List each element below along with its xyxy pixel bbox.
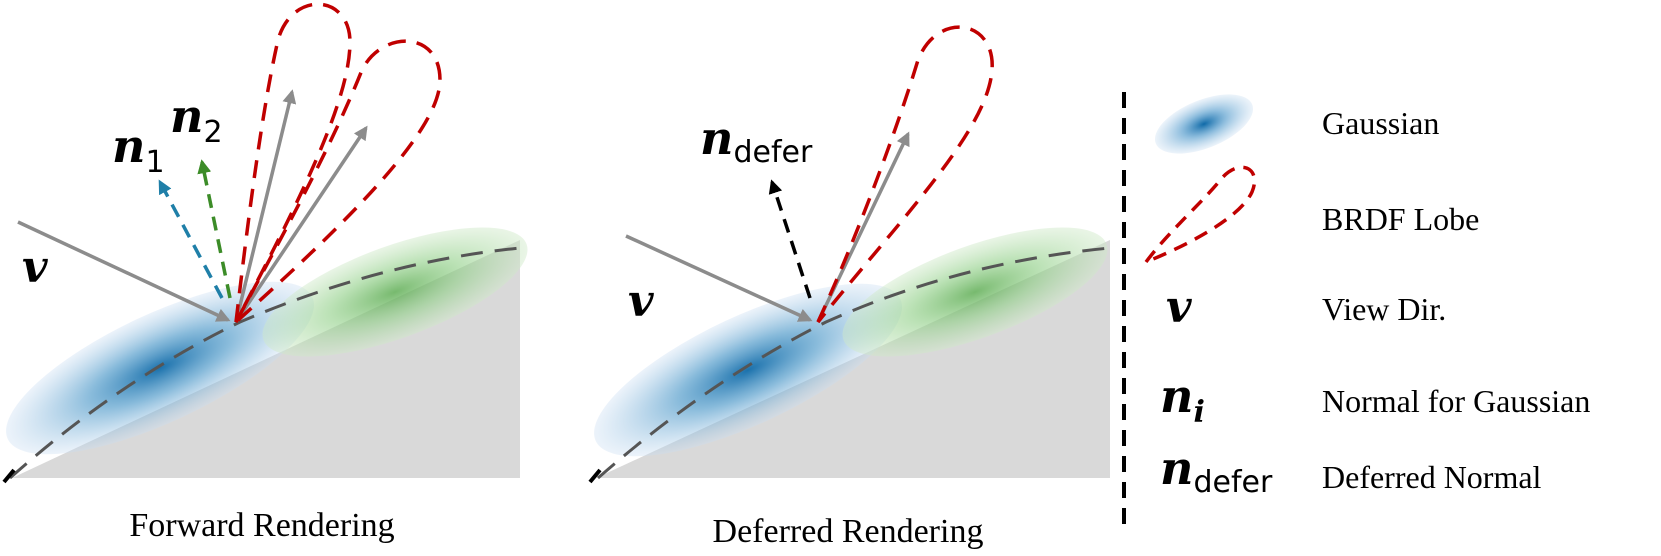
gaussian-green (262, 227, 528, 357)
legend: Gaussian BRDF Lobe v View Dir. ni Normal… (1140, 94, 1590, 500)
normal-2-arrow (197, 159, 232, 299)
view-direction-arrow (625, 234, 813, 322)
legend-item-normal-defer: ndefer Deferred Normal (1160, 441, 1542, 500)
normal-1-arrow (158, 179, 224, 299)
surface-curve (597, 246, 1111, 480)
reflection-arrow (234, 89, 297, 323)
deferred-rendering-panel: v ndefer Deferred Rendering (588, 25, 1111, 550)
gaussian-swatch-icon (1154, 94, 1254, 154)
normal-defer-symbol: ndefer (1160, 441, 1273, 500)
reflection-arrow (234, 125, 368, 323)
normal-2-label: n2 (170, 89, 223, 150)
brdf-lobe (816, 25, 994, 324)
view-symbol: v (1166, 282, 1192, 333)
brdf-lobe (234, 2, 352, 323)
surface-curve-tail (2, 468, 16, 484)
legend-item-brdf: BRDF Lobe (1140, 165, 1479, 267)
legend-label: BRDF Lobe (1322, 201, 1479, 237)
legend-label: View Dir. (1322, 291, 1446, 327)
normal-i-symbol: ni (1160, 369, 1205, 430)
normal-defer-arrow (768, 179, 812, 299)
legend-label: Deferred Normal (1322, 459, 1542, 495)
normal-defer-label: ndefer (700, 111, 813, 170)
legend-item-gaussian: Gaussian (1154, 94, 1439, 154)
legend-label: Normal for Gaussian (1322, 383, 1590, 419)
forward-rendering-panel: v n1 n2 Forward Rendering (2, 2, 528, 544)
brdf-lobe-swatch-icon (1140, 165, 1257, 267)
surface-curve-tail (588, 468, 602, 484)
gaussian-blue (594, 283, 902, 457)
normal-1-label: n1 (112, 119, 165, 180)
gaussian-green (842, 227, 1108, 357)
panel-caption: Deferred Rendering (713, 513, 984, 550)
brdf-lobe (234, 39, 442, 324)
legend-item-normal-i: ni Normal for Gaussian (1160, 369, 1590, 430)
view-direction-arrow (17, 220, 231, 322)
panel-caption: Forward Rendering (129, 507, 394, 544)
view-label: v (22, 242, 48, 293)
view-label: v (628, 276, 654, 327)
surface-curve (9, 246, 521, 480)
legend-item-view: v View Dir. (1166, 282, 1446, 333)
legend-label: Gaussian (1322, 105, 1439, 141)
